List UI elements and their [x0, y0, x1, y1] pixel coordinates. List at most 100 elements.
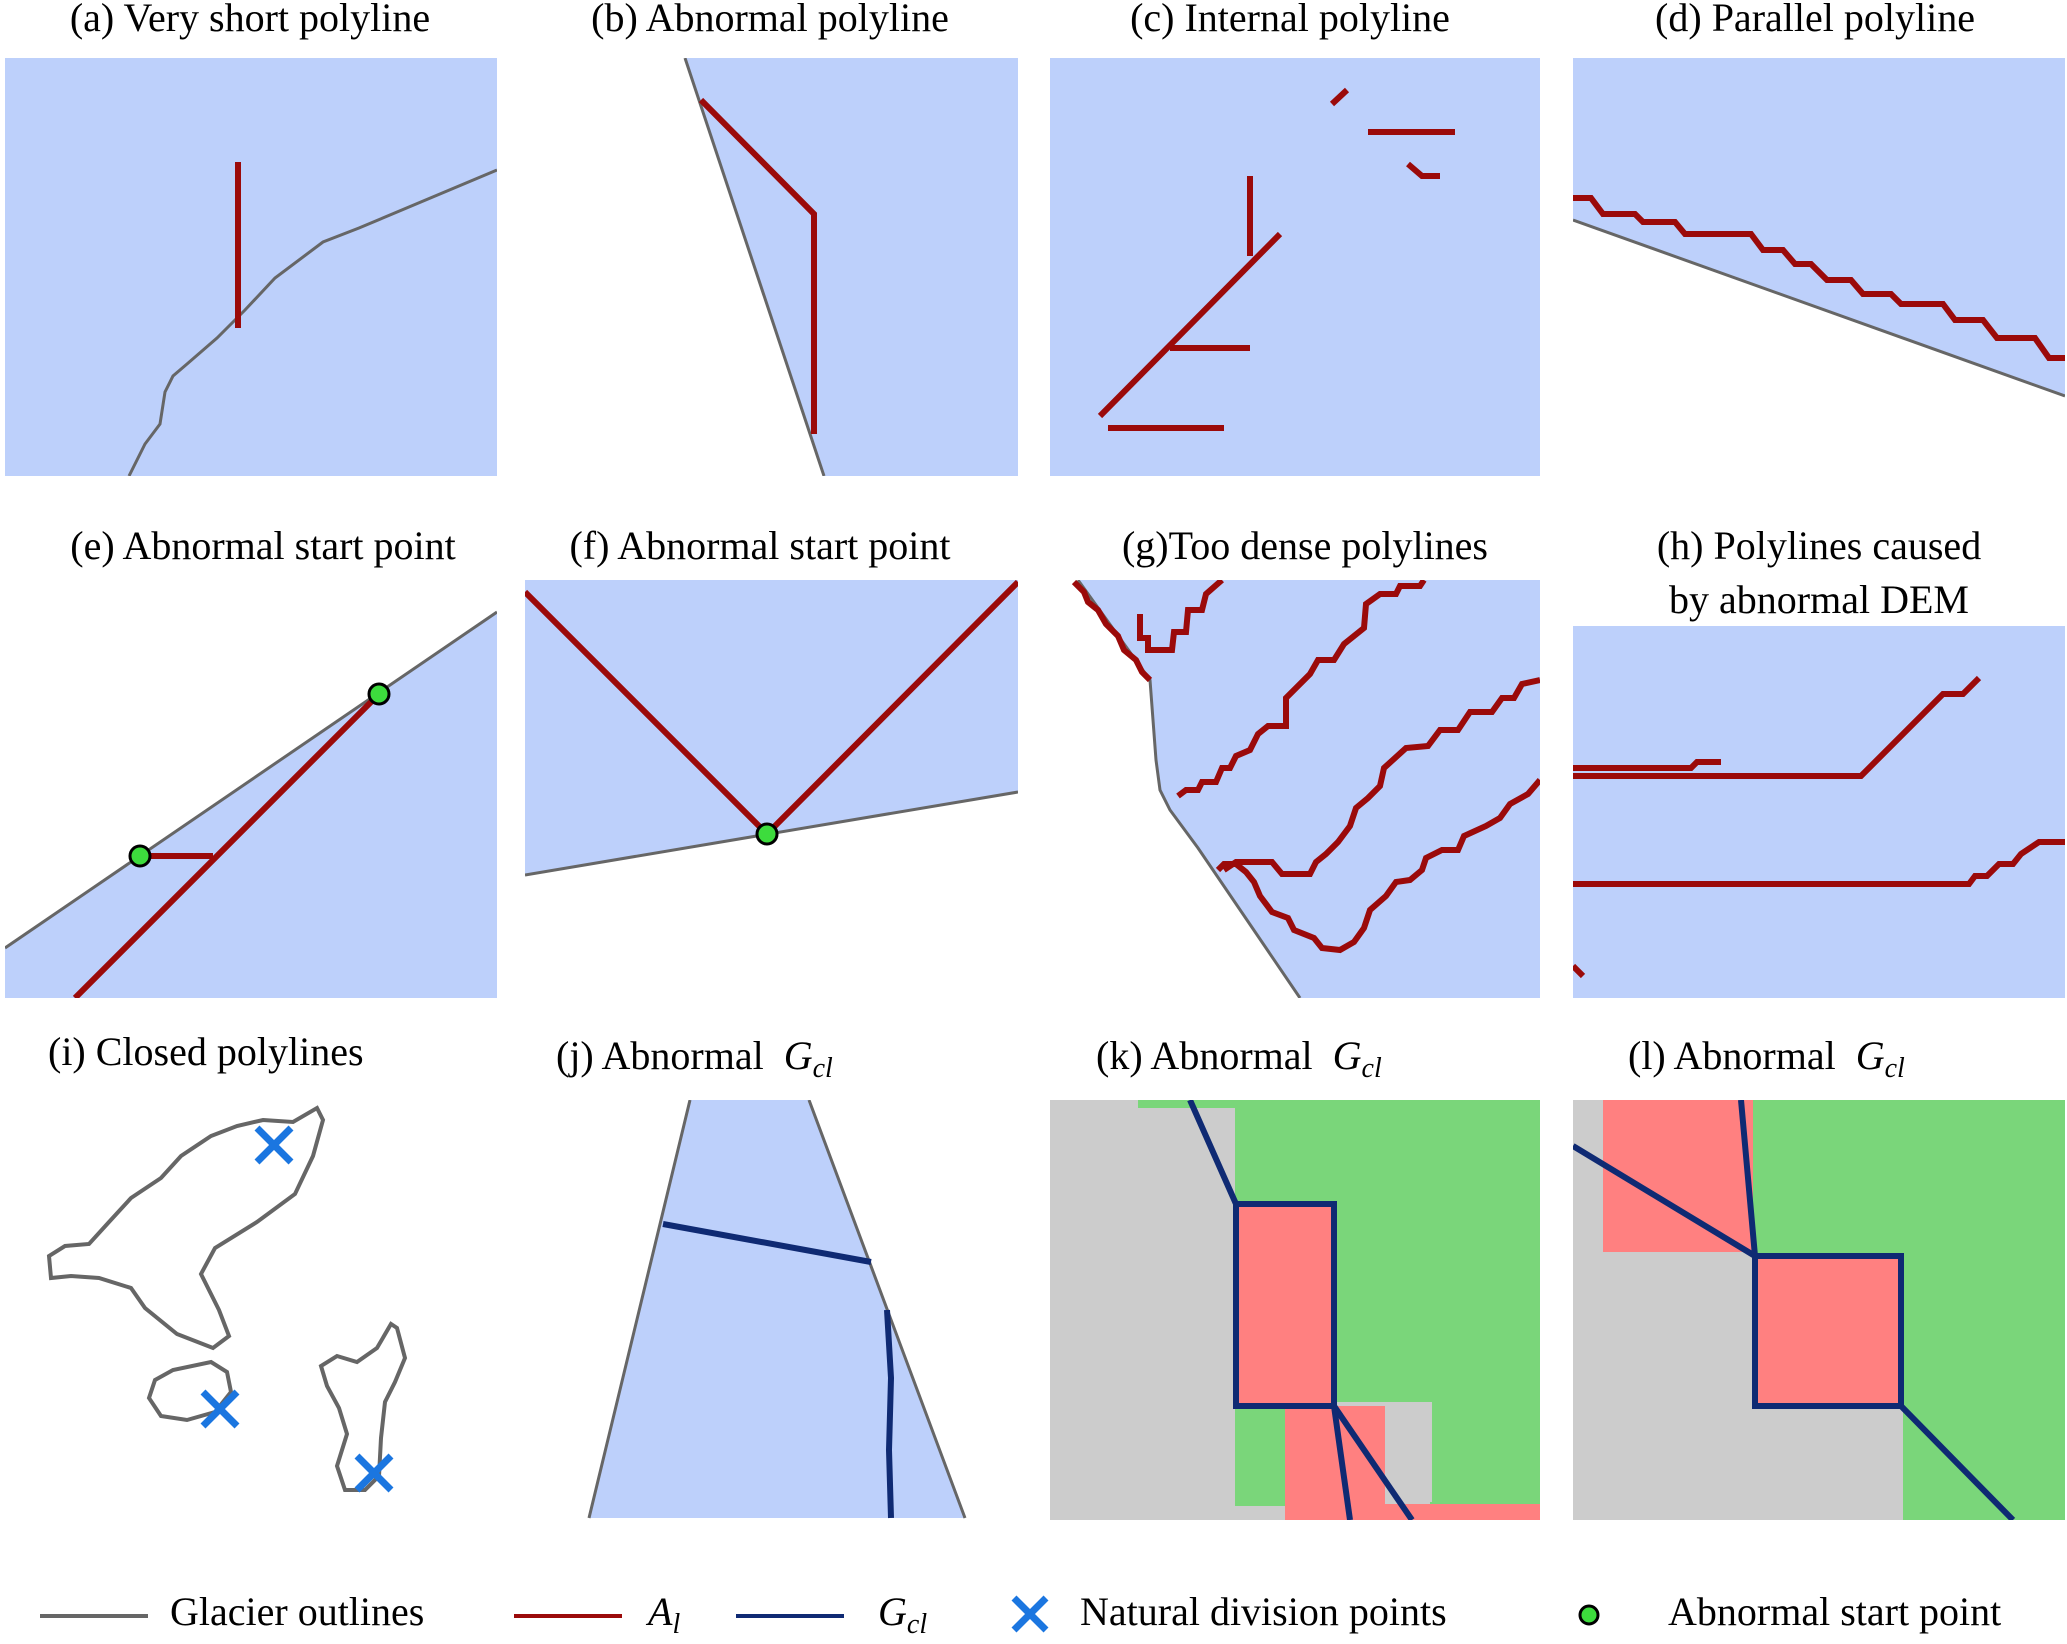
off-glacier	[1050, 580, 1300, 998]
al-polylines	[1573, 675, 2065, 979]
al-polyline	[1222, 677, 1540, 877]
gcl-polylines	[1187, 1100, 1415, 1520]
panel-k	[1050, 1100, 1540, 1520]
glacier-outline-swatch	[40, 1614, 148, 1618]
gcl-polylines	[662, 1221, 895, 1519]
panel-l-title: (l) Abnormal Gcl	[1628, 1033, 2067, 1085]
gcl-polyline	[1187, 1100, 1337, 1409]
closed-polylines	[46, 1105, 408, 1492]
panel-k-title-subscript: cl	[1361, 1053, 1382, 1084]
panel-d	[1573, 58, 2065, 476]
panel-j-title: (j) Abnormal Gcl	[556, 1033, 1026, 1085]
green-cell	[1138, 1100, 1235, 1108]
division-x-icon	[1011, 1595, 1049, 1633]
panel-b-title: (b) Abnormal polyline	[591, 0, 949, 40]
al-swatch	[514, 1614, 622, 1618]
division-point-x	[200, 1389, 240, 1429]
abnormal-start-point	[128, 844, 152, 868]
panel-j-title-symbol: G	[783, 1033, 813, 1078]
panel-a-title: (a) Very short polyline	[69, 0, 431, 40]
green-region	[1235, 1100, 1540, 1506]
al-polyline	[1573, 195, 2065, 361]
panel-e-title: (e) Abnormal start point	[70, 523, 456, 568]
legend: Glacier outlines Al Gcl Natural division…	[0, 1590, 2067, 1644]
legend-natural-division-label: Natural division points	[1080, 1589, 1447, 1634]
legend-gcl-symbol: G	[878, 1589, 907, 1634]
panel-f-title: (f) Abnormal start point	[569, 523, 951, 568]
gcl-polyline	[884, 1309, 895, 1519]
glacier-outline	[1573, 218, 2065, 398]
panel-a	[5, 58, 497, 476]
gcl-polyline	[1738, 1100, 1904, 1409]
panel-j-title-subscript: cl	[812, 1053, 833, 1084]
gcl-polyline	[662, 1221, 872, 1265]
off-glacier	[1573, 220, 2065, 476]
gcl-polyline	[1573, 1143, 1757, 1259]
panel-l-title-prefix: (l) Abnormal	[1628, 1033, 1836, 1078]
panel-b	[525, 58, 1018, 476]
off-glacier	[525, 58, 824, 476]
red-cell	[1235, 1206, 1335, 1406]
glacier-outline	[5, 610, 497, 950]
glacier-outline	[587, 1100, 967, 1519]
legend-al-symbol: A	[648, 1589, 673, 1634]
green-region	[1753, 1100, 2065, 1520]
al-polyline	[1573, 675, 1982, 779]
panel-e	[5, 580, 497, 998]
panel-k-title: (k) Abnormal Gcl	[1096, 1033, 1566, 1085]
start-point-icon	[1578, 1604, 1600, 1626]
glacier-area	[589, 1100, 965, 1518]
closed-glacier-outline	[318, 1321, 408, 1492]
al-polyline	[1406, 161, 1440, 179]
glacier-outline	[683, 58, 826, 476]
panel-j	[525, 1100, 1018, 1520]
panel-j-title-prefix: (j) Abnormal	[556, 1033, 764, 1078]
panel-g	[1050, 580, 1540, 998]
red-cell	[1753, 1256, 1903, 1406]
closed-glacier-outline	[146, 1359, 234, 1423]
legend-gcl-label: Gcl	[878, 1589, 928, 1641]
division-point-x	[354, 1453, 394, 1493]
al-polyline	[1176, 580, 1427, 799]
al-polyline	[1071, 580, 1153, 683]
legend-al-subscript: l	[672, 1609, 681, 1640]
panel-l	[1573, 1100, 2065, 1520]
gcl-polyline	[1331, 1404, 1415, 1520]
al-polyline	[1573, 759, 1721, 771]
glacier-outline	[127, 168, 497, 476]
abnormal-start-point	[755, 822, 779, 846]
red-cell	[1385, 1504, 1540, 1520]
gcl-polylines	[1573, 1100, 2016, 1520]
panel-l-title-subscript: cl	[1884, 1053, 1905, 1084]
legend-abnormal-start-label: Abnormal start point	[1668, 1589, 2002, 1634]
natural-division-points	[200, 1125, 394, 1493]
off-glacier	[5, 580, 497, 948]
panel-h-title-line2: by abnormal DEM	[1669, 577, 1969, 622]
panel-c-title: (c) Internal polyline	[1130, 0, 1450, 40]
glacier-area	[1050, 58, 1540, 476]
legend-glacier-outlines-label: Glacier outlines	[170, 1589, 425, 1634]
panel-d-title: (d) Parallel polyline	[1655, 0, 1975, 40]
gcl-polyline	[1331, 1405, 1353, 1520]
closed-glacier-outline	[46, 1105, 326, 1351]
off-glacier	[525, 792, 1018, 998]
gcl-swatch	[736, 1614, 844, 1618]
panel-h	[1573, 626, 2065, 998]
glacier-area	[5, 58, 497, 476]
al-polyline	[72, 691, 382, 998]
panel-i-title: (i) Closed polylines	[48, 1029, 364, 1074]
panel-k-title-prefix: (k) Abnormal	[1096, 1033, 1313, 1078]
panel-c	[1050, 58, 1540, 476]
panel-i	[5, 1098, 497, 1518]
panel-k-title-symbol: G	[1332, 1033, 1362, 1078]
al-polyline	[1573, 839, 2065, 887]
al-polyline	[1329, 87, 1350, 107]
al-polyline	[1573, 963, 1586, 979]
glacier-area	[1573, 626, 2065, 998]
division-point-x	[254, 1125, 294, 1165]
legend-gcl-subscript: cl	[906, 1609, 928, 1640]
panel-h-title-line1: (h) Polylines caused	[1656, 523, 1982, 568]
al-polyline	[1215, 778, 1540, 954]
al-polyline	[1137, 580, 1224, 653]
al-polyline	[1097, 231, 1283, 419]
